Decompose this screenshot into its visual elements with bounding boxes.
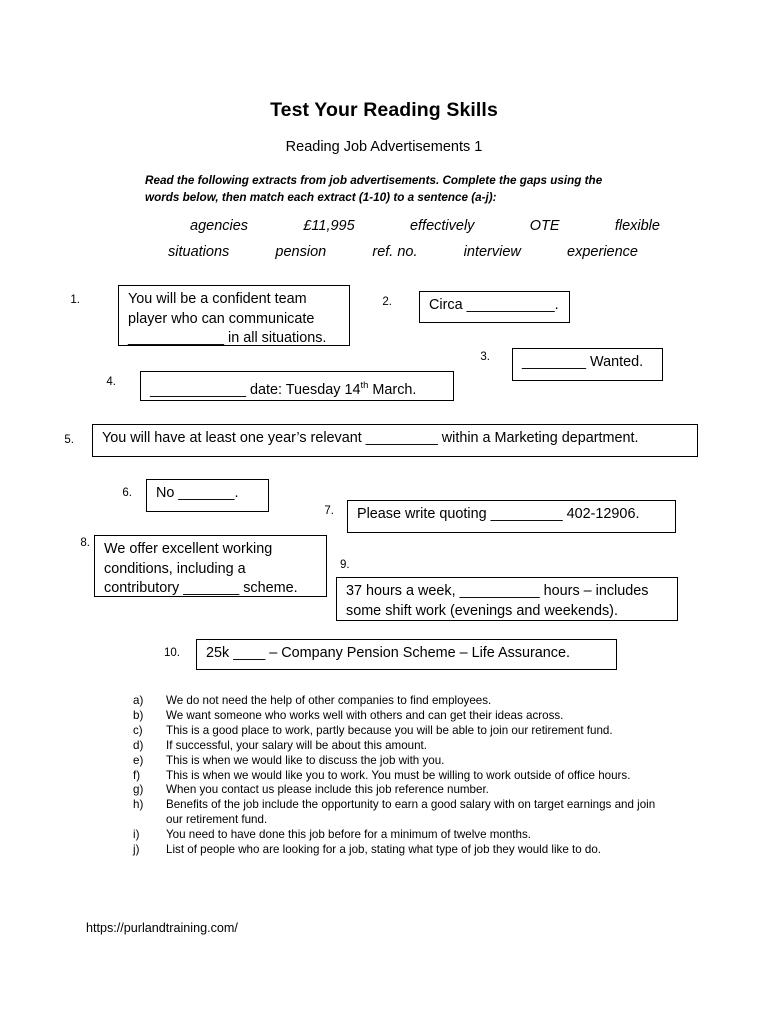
answer-gap[interactable]: ________: [522, 354, 587, 370]
extract-number-7: 7.: [324, 505, 334, 517]
extract-box-7: Please write quoting _________ 402-12906…: [347, 500, 676, 533]
answer-gap[interactable]: _________: [365, 430, 438, 446]
answer-options-list: a) We do not need the help of other comp…: [133, 694, 663, 857]
answer-text: We want someone who works well with othe…: [166, 708, 564, 722]
extract-number-4: 4.: [106, 376, 116, 388]
extract-text-6: No _______.: [156, 485, 239, 501]
answer-text: List of people who are looking for a job…: [166, 842, 602, 856]
word-bank-item: experience: [567, 244, 638, 260]
list-item: g) When you contact us please include th…: [133, 783, 663, 797]
list-item: c) This is a good place to work, partly …: [133, 724, 663, 738]
extract-text-3: ________ Wanted.: [522, 354, 644, 370]
footer-url[interactable]: https://purlandtraining.com/: [86, 921, 238, 935]
answer-text: We do not need the help of other compani…: [166, 694, 492, 707]
extract-box-9: 37 hours a week, __________ hours – incl…: [336, 577, 678, 621]
word-bank-item: £11,995: [303, 218, 355, 234]
extract-number-10: 10.: [164, 647, 180, 659]
extract-number-6: 6.: [122, 487, 132, 499]
answer-text: You need to have done this job before fo…: [166, 827, 531, 841]
word-bank-item: pension: [275, 244, 327, 260]
answer-text: When you contact us please include this …: [166, 783, 489, 797]
word-bank-item: ref. no.: [372, 244, 418, 260]
answer-text: If successful, your salary will be about…: [166, 738, 427, 752]
extract-text-5: You will have at least one year’s releva…: [102, 430, 639, 446]
extract-number-5: 5.: [64, 434, 74, 446]
answer-letter: j): [133, 842, 140, 856]
extract-number-3: 3.: [480, 351, 490, 363]
list-item: a) We do not need the help of other comp…: [133, 694, 663, 708]
answer-gap[interactable]: ____________: [150, 381, 247, 398]
answer-letter: b): [133, 708, 144, 722]
answer-letter: f): [133, 768, 141, 782]
extract-box-3: ________ Wanted.: [512, 348, 663, 381]
answer-gap[interactable]: _______: [178, 485, 235, 501]
page-title: Test Your Reading Skills: [270, 99, 498, 121]
answer-gap[interactable]: _________: [490, 506, 563, 522]
answer-letter: a): [133, 694, 144, 707]
word-bank-item: situations: [168, 244, 230, 260]
answer-text: This is a good place to work, partly bec…: [166, 723, 613, 737]
list-item: j) List of people who are looking for a …: [133, 843, 663, 857]
extract-number-2: 2.: [382, 296, 392, 308]
extract-text-2: Circa ___________.: [429, 297, 559, 313]
answer-letter: i): [133, 827, 140, 841]
extract-number-8: 8.: [80, 537, 90, 549]
extract-box-4: ____________ date: Tuesday 14th March.: [140, 371, 454, 401]
answer-gap[interactable]: _______: [183, 580, 240, 596]
list-item: h) Benefits of the job include the oppor…: [133, 798, 663, 827]
word-bank-item: flexible: [614, 218, 660, 234]
ordinal-suffix: th: [360, 380, 369, 391]
answer-letter: e): [133, 753, 144, 767]
list-item: e) This is when we would like to discuss…: [133, 754, 663, 768]
answer-text: Benefits of the job include the opportun…: [166, 798, 656, 826]
extract-box-5: You will have at least one year’s releva…: [92, 424, 698, 457]
list-item: d) If successful, your salary will be ab…: [133, 739, 663, 753]
extract-text-1: You will be a confident team player who …: [128, 291, 327, 346]
extract-number-1: 1.: [70, 294, 80, 306]
word-bank-item: agencies: [190, 218, 249, 234]
list-item: f) This is when we would like you to wor…: [133, 769, 663, 783]
extract-box-2: Circa ___________.: [419, 291, 570, 323]
answer-gap[interactable]: __________: [459, 583, 540, 599]
answer-gap[interactable]: ____: [233, 645, 266, 661]
answer-letter: g): [133, 783, 144, 797]
extract-number-9: 9.: [340, 559, 350, 571]
word-bank-item: interview: [463, 244, 521, 260]
extract-text-8: We offer excellent working conditions, i…: [104, 541, 298, 596]
answer-text: This is when we would like to discuss th…: [166, 753, 445, 767]
answer-gap[interactable]: ___________: [466, 297, 555, 313]
extract-box-8: We offer excellent working conditions, i…: [94, 535, 327, 597]
instructions-text: Read the following extracts from job adv…: [145, 174, 603, 204]
page-subtitle: Reading Job Advertisements 1: [285, 139, 483, 155]
extract-box-1: You will be a confident team player who …: [118, 285, 350, 346]
list-item: b) We want someone who works well with o…: [133, 709, 663, 723]
extract-box-10: 25k ____ – Company Pension Scheme – Life…: [196, 639, 617, 670]
word-bank-row-1: agencies £11,995 effectively OTE flexibl…: [150, 218, 682, 234]
answer-letter: d): [133, 738, 144, 752]
extract-text-9: 37 hours a week, __________ hours – incl…: [346, 583, 649, 619]
extract-text-4: ____________ date: Tuesday 14th March.: [150, 380, 417, 398]
answer-letter: c): [133, 723, 143, 737]
word-bank-row-2: situations pension ref. no. interview ex…: [150, 244, 638, 260]
word-bank-item: OTE: [529, 218, 560, 234]
answer-letter: h): [133, 798, 144, 812]
answer-gap[interactable]: ____________: [128, 330, 225, 346]
word-bank-item: effectively: [409, 218, 475, 234]
extract-box-6: No _______.: [146, 479, 269, 512]
extract-text-10: 25k ____ – Company Pension Scheme – Life…: [206, 645, 570, 661]
extract-text-7: Please write quoting _________ 402-12906…: [357, 506, 640, 522]
answer-text: This is when we would like you to work. …: [166, 768, 631, 782]
list-item: i) You need to have done this job before…: [133, 828, 663, 842]
